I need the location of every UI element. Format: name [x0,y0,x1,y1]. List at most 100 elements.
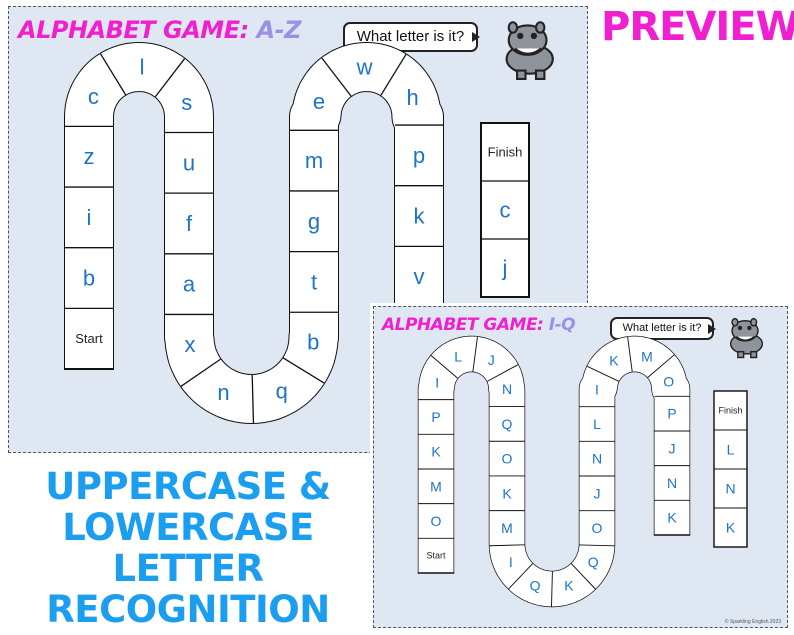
letter-cell: c [88,84,99,109]
title-main: ALPHABET GAME: [382,315,544,335]
letter-cell: J [669,440,676,456]
letter-cell: g [308,209,320,234]
letter-cell: j [502,256,508,281]
title-range: A-Z [256,16,302,44]
letter-cell: x [185,332,196,357]
letter-cell: l [140,55,145,80]
cell-divider [579,544,615,547]
letter-cell: m [305,148,323,173]
letter-cell: Q [530,578,541,594]
board-title: ALPHABET GAME: A-Z [18,16,301,44]
cell-divider [551,571,553,607]
letter-cell: I [509,554,513,570]
copyright-notice: © Sparkling English 2023 [724,619,781,625]
promo-line: LOWERCASE [62,506,314,549]
letter-cell: M [641,348,653,364]
letter-cell: P [667,406,676,422]
letter-cell: h [406,85,418,110]
cell-divider [647,354,675,378]
cell-divider [282,357,325,384]
letter-cell: i [87,205,92,230]
letter-cell: s [181,90,192,115]
cell-divider [321,57,352,97]
cell-divider [586,365,619,382]
letter-cell: I [435,374,439,390]
start-cell-label: Start [426,551,446,561]
letter-cell: N [502,381,512,397]
letter-cell: K [564,578,574,594]
board-a-z: ALPHABET GAME: A-Z What letter is it? St… [8,6,588,453]
letter-cell: f [186,211,193,236]
letter-cell: O [663,374,674,390]
letter-cell: z [84,144,95,169]
letter-cell: J [488,352,495,368]
letter-cell: q [276,379,288,404]
letter-cell: p [413,143,425,168]
letter-cell: b [83,266,95,291]
letter-cell: O [592,520,603,536]
cell-divider [251,374,255,423]
title-range: I-Q [548,315,576,335]
title-main: ALPHABET GAME: [18,16,249,44]
cell-divider [627,336,633,372]
letter-cell: J [594,485,601,501]
letter-cell: w [356,55,373,80]
promo-line: LETTER [112,547,264,590]
cell-divider [508,563,534,590]
letter-cell: a [183,272,196,297]
letter-cell: L [454,349,462,365]
letter-cell: v [414,264,425,289]
promo-line: RECOGNITION [46,588,330,631]
letter-cell: P [431,409,440,425]
letter-cell: e [313,89,325,114]
letter-cell: t [311,269,317,294]
board-title: ALPHABET GAME: I-Q [382,315,576,335]
cell-divider [180,358,221,387]
letter-cell: b [307,330,319,355]
letter-cell: c [500,198,511,223]
letter-cell: I [595,381,599,397]
cell-divider [154,58,186,98]
letter-cell: K [667,510,677,526]
letter-cell: N [592,451,602,467]
letter-cell: K [431,444,441,460]
hippo-icon [729,317,764,359]
letter-cell: O [502,451,513,467]
promo-text: UPPERCASE & LOWERCASE LETTER RECOGNITION [20,466,356,630]
cell-divider [489,544,525,547]
letter-cell: u [183,150,195,175]
letter-cell: n [217,380,229,405]
cell-divider [380,54,407,96]
letter-cell: K [609,353,619,369]
letter-cell: K [726,520,736,536]
letter-cell: L [727,442,735,458]
board-i-q: ALPHABET GAME: I-Q What letter is it? St… [373,306,788,628]
cell-divider [99,53,127,96]
letter-cell: K [502,485,512,501]
preview-heading: PREVIEW: [601,4,794,50]
letter-cell: N [725,481,735,497]
letter-cell: k [414,204,426,229]
finish-cell-label: Finish [718,406,742,416]
cell-divider [570,563,596,590]
letter-cell: Q [502,416,513,432]
finish-column: Finish c j [480,122,530,298]
letter-cell: L [593,416,601,432]
cell-divider [472,336,478,372]
letter-cell: O [431,513,442,529]
finish-cell-label: Finish [488,145,523,160]
cell-divider [487,364,519,382]
letter-cell: N [667,475,677,491]
cell-divider [430,355,459,379]
letter-cell: M [501,520,513,536]
promo-line: UPPERCASE & [45,465,331,508]
letter-cell: Q [588,554,599,570]
speech-bubble: What letter is it? [610,317,716,340]
hippo-icon [505,21,554,80]
start-cell-label: Start [75,331,103,346]
